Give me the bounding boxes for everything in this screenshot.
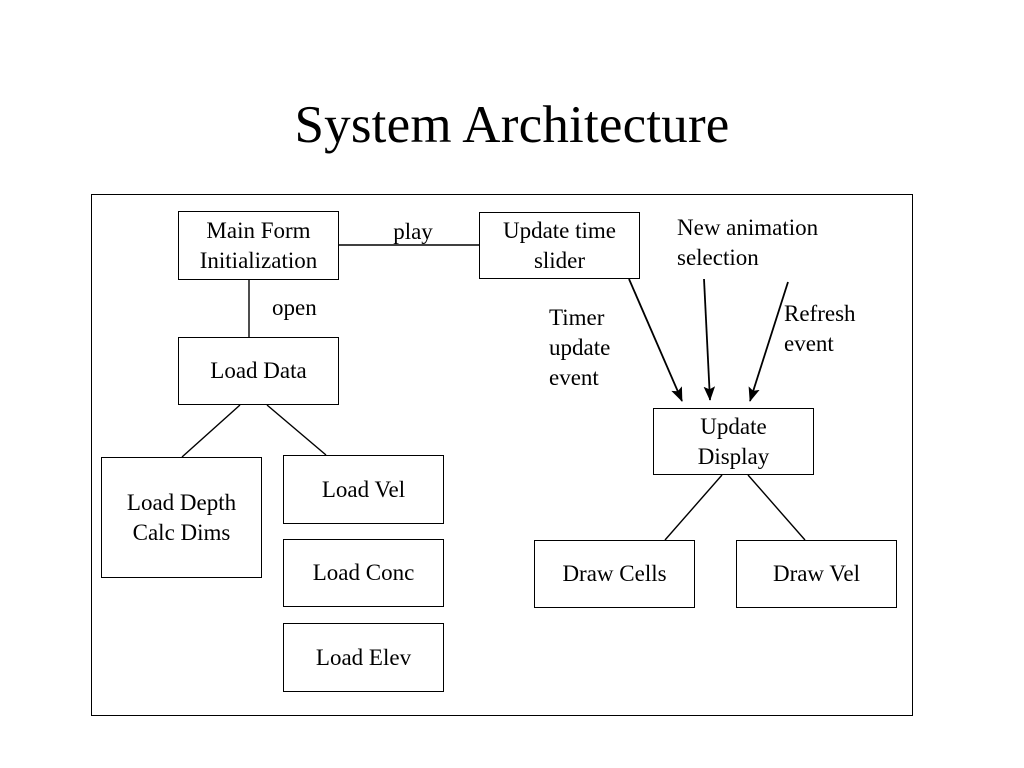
node-label: Draw Cells (562, 561, 667, 586)
node-label: Update Display (697, 413, 770, 469)
node-load-depth-calc-dims[interactable]: Load Depth Calc Dims (101, 457, 262, 578)
node-update-display[interactable]: Update Display (653, 408, 814, 475)
node-draw-vel[interactable]: Draw Vel (736, 540, 897, 608)
node-load-vel[interactable]: Load Vel (283, 455, 444, 524)
page-title: System Architecture (294, 96, 730, 154)
node-update-time-slider[interactable]: Update time slider (479, 212, 640, 279)
node-load-data[interactable]: Load Data (178, 337, 339, 405)
node-main-form-initialization[interactable]: Main Form Initialization (178, 211, 339, 280)
node-label: Load Vel (321, 476, 406, 502)
node-label: Main Form Initialization (199, 217, 318, 273)
node-label: Load Depth Calc Dims (126, 489, 237, 545)
node-label: Draw Vel (772, 561, 861, 586)
edge-label-play: play (393, 219, 433, 244)
edge-label-refresh-event: Refresh event (784, 301, 856, 356)
node-label: Load Data (210, 358, 307, 383)
node-draw-cells[interactable]: Draw Cells (534, 540, 695, 608)
node-load-conc[interactable]: Load Conc (283, 539, 444, 607)
diagram-frame (91, 194, 913, 716)
node-load-elev[interactable]: Load Elev (283, 623, 444, 692)
node-label: Update time slider (502, 217, 617, 273)
edge-label-open: open (272, 295, 317, 320)
node-label: Load Elev (315, 644, 412, 670)
edge-label-new-animation-selection: New animation selection (677, 215, 819, 270)
node-label: Load Conc (312, 560, 415, 585)
edge-label-timer-update-event: Timer update event (549, 305, 611, 390)
